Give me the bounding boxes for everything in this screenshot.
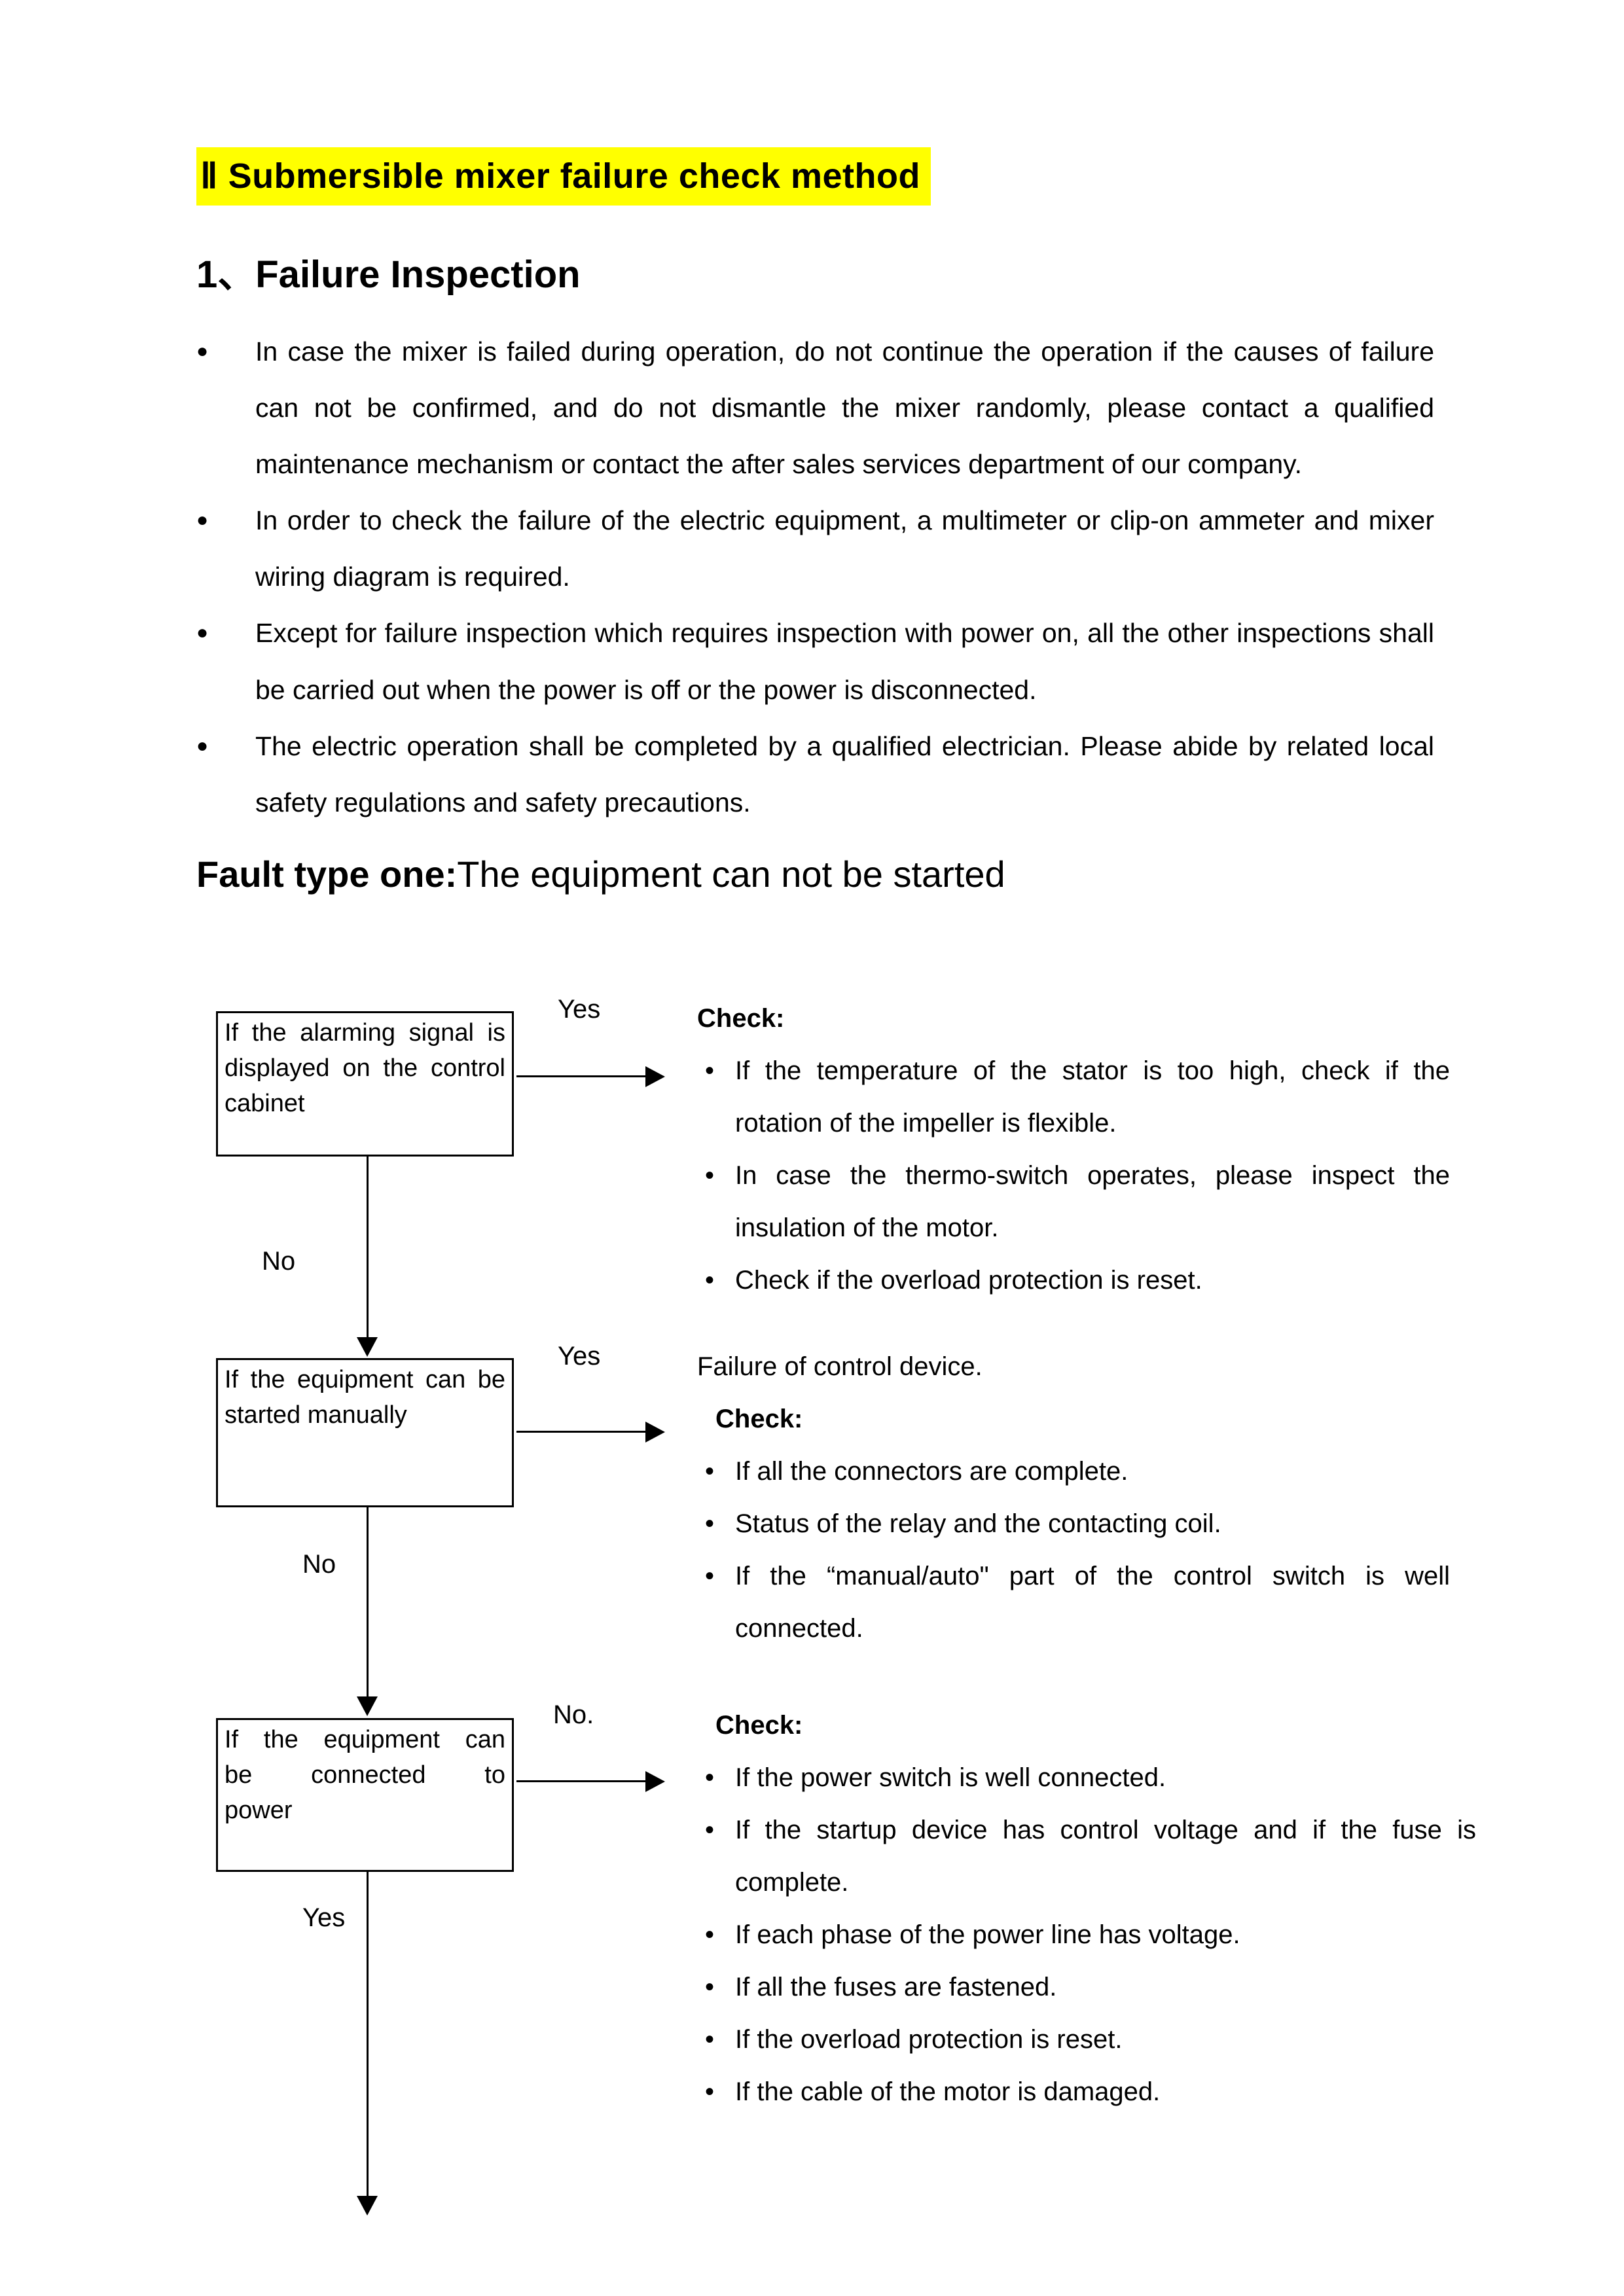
check-item: • In case the thermo-switch operates, pl… (697, 1149, 1450, 1254)
check-bullet-icon: • (705, 1816, 715, 1844)
check-bullet-icon: • (705, 1509, 715, 1538)
bullet-marker-icon: ● (196, 509, 209, 531)
intro-bullet-list: ● In case the mixer is failed during ope… (196, 323, 1441, 831)
failure-note: Failure of control device. (697, 1352, 983, 1381)
check-bullet-icon: • (705, 1920, 715, 1949)
check-bullet-icon: • (705, 1161, 715, 1190)
check-bullet-icon: • (705, 1973, 715, 2001)
check-text: If the “manual/auto" part of the control… (735, 1562, 1450, 1643)
check-text: If the startup device has control voltag… (735, 1816, 1476, 1897)
check-heading-3: Check: (715, 1711, 803, 1740)
check-item: • Status of the relay and the contacting… (697, 1498, 1450, 1550)
check-list-2: Failure of control device. Check: • If a… (697, 1340, 1450, 1655)
branch-label-no-3: No. (553, 1700, 594, 1729)
check-text: If all the fuses are fastened. (735, 1973, 1057, 2001)
flow-line-down-2 (367, 1507, 369, 1697)
arrow-line-right-3 (516, 1780, 647, 1782)
arrow-right-icon (645, 1066, 665, 1087)
check-list-1: Check: • If the temperature of the stato… (697, 992, 1450, 1306)
check-text: Check if the overload protection is rese… (735, 1266, 1202, 1295)
check-item: • If the “manual/auto" part of the contr… (697, 1550, 1450, 1655)
check-bullet-icon: • (705, 1457, 715, 1486)
check-bullet-icon: • (705, 1266, 715, 1295)
check-item: • If all the connectors are complete. (697, 1445, 1450, 1498)
fault-type-one-heading: Fault type one:The equipment can not be … (196, 853, 1441, 895)
check-bullet-icon: • (705, 1056, 715, 1085)
arrow-down-icon (357, 2196, 378, 2215)
check-bullet-icon: • (705, 2025, 715, 2054)
check-item: • If the cable of the motor is damaged. (697, 2066, 1476, 2118)
check-text: If the temperature of the stator is too … (735, 1056, 1450, 1138)
check-item: • If the overload protection is reset. (697, 2013, 1476, 2066)
bullet-text: Except for failure inspection which requ… (255, 618, 1434, 705)
arrow-down-icon (357, 1696, 378, 1716)
flow-box-manual-start: If the equipment can be started manually (216, 1358, 514, 1507)
flow-box-power-connect: If the equipment can be connected to pow… (216, 1718, 514, 1872)
page-title: Ⅱ Submersible mixer failure check method (196, 147, 931, 206)
bullet-item: ● In case the mixer is failed during ope… (196, 323, 1441, 492)
check-list-3: Check: • If the power switch is well con… (697, 1699, 1476, 2118)
bullet-marker-icon: ● (196, 340, 209, 362)
check-item: • If all the fuses are fastened. (697, 1961, 1476, 2013)
bullet-marker-icon: ● (196, 622, 209, 644)
check-bullet-icon: • (705, 1763, 715, 1792)
bullet-item: ● The electric operation shall be comple… (196, 718, 1441, 831)
branch-label-no-2: No (302, 1550, 336, 1579)
arrow-line-right-2 (516, 1431, 647, 1433)
bullet-item: ● Except for failure inspection which re… (196, 605, 1441, 717)
section-heading-failure-inspection: 1、Failure Inspection (196, 253, 581, 296)
check-bullet-icon: • (705, 1562, 715, 1590)
check-text: If the overload protection is reset. (735, 2025, 1123, 2054)
check-item: • If the temperature of the stator is to… (697, 1045, 1450, 1149)
check-item: • Check if the overload protection is re… (697, 1254, 1450, 1306)
check-heading-1: Check: (697, 1004, 785, 1033)
check-item: • If the power switch is well connected. (697, 1751, 1476, 1804)
check-text: If the cable of the motor is damaged. (735, 2077, 1161, 2106)
arrow-down-icon (357, 1337, 378, 1357)
arrow-right-icon (645, 1422, 665, 1443)
fault-heading-rest: The equipment can not be started (457, 853, 1005, 895)
check-text: Status of the relay and the contacting c… (735, 1509, 1221, 1538)
bullet-text: In order to check the failure of the ele… (255, 505, 1434, 592)
bullet-text: In case the mixer is failed during opera… (255, 336, 1434, 480)
check-text: If each phase of the power line has volt… (735, 1920, 1240, 1949)
check-item: • If each phase of the power line has vo… (697, 1909, 1476, 1961)
bullet-item: ● In order to check the failure of the e… (196, 492, 1441, 605)
branch-label-yes-2: Yes (558, 1342, 601, 1371)
branch-label-yes-3: Yes (302, 1903, 346, 1932)
flow-line-down-1 (367, 1157, 369, 1338)
branch-label-yes-1: Yes (558, 995, 601, 1024)
check-text: In case the thermo-switch operates, plea… (735, 1161, 1450, 1242)
check-bullet-icon: • (705, 2077, 715, 2106)
check-text: If the power switch is well connected. (735, 1763, 1166, 1792)
bullet-text: The electric operation shall be complete… (255, 730, 1434, 817)
arrow-right-icon (645, 1771, 665, 1792)
check-item: • If the startup device has control volt… (697, 1804, 1476, 1909)
branch-label-no-1: No (262, 1247, 296, 1276)
check-text: If all the connectors are complete. (735, 1457, 1128, 1486)
check-heading-2: Check: (715, 1405, 803, 1433)
flow-line-down-3 (367, 1872, 369, 2198)
bullet-marker-icon: ● (196, 734, 209, 757)
flow-box-alarm-signal: If the alarming signal is displayed on t… (216, 1011, 514, 1157)
arrow-line-right-1 (516, 1075, 647, 1077)
page-content: Ⅱ Submersible mixer failure check method… (0, 0, 1624, 895)
fault-heading-bold: Fault type one: (196, 853, 458, 895)
